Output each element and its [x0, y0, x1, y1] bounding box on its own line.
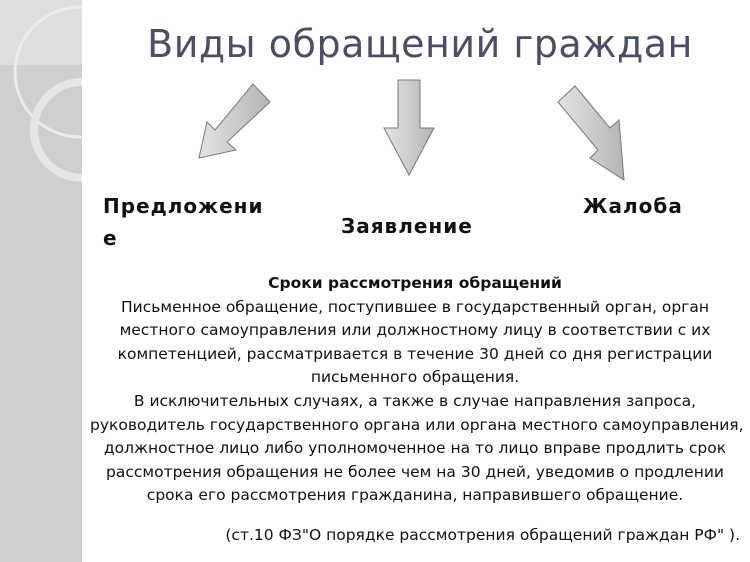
page-title: Виды обращений граждан [147, 22, 693, 66]
arrow-down-icon [383, 79, 435, 177]
terms-line: рассмотрения обращения не более чем на 3… [106, 462, 724, 481]
terms-text-block: Сроки рассмотрения обращений Письменное … [90, 272, 744, 548]
terms-line: руководитель государственного органа или… [90, 415, 744, 434]
decorative-sidebar [0, 0, 82, 562]
sidebar-top-band [0, 0, 82, 65]
type-proposal: Предложени е [103, 190, 263, 254]
terms-line: письменного обращения. [310, 368, 520, 387]
type-complaint: Жалоба [583, 194, 683, 218]
decorative-circles [13, 5, 82, 182]
law-citation: (ст.10 ФЗ"О порядке рассмотрения обращен… [225, 525, 740, 544]
terms-line: компетенцией, рассматривается в течение … [117, 344, 713, 363]
terms-heading: Сроки рассмотрения обращений [268, 274, 562, 292]
terms-line: Письменное обращение, поступившее в госу… [120, 297, 710, 316]
type-proposal-line2: е [103, 226, 118, 250]
terms-line: местного самоуправления или должностному… [119, 321, 711, 340]
arrow-left-icon [198, 83, 271, 159]
arrow-right-icon [557, 85, 625, 181]
terms-line: должностное лицо либо уполномоченное на … [103, 439, 727, 458]
type-proposal-line1: Предложени [103, 194, 264, 218]
terms-line: срока его рассмотрения гражданина, напра… [146, 486, 684, 505]
terms-line: В исключительных случаях, а также в случ… [133, 391, 697, 410]
type-statement: Заявление [341, 214, 473, 238]
